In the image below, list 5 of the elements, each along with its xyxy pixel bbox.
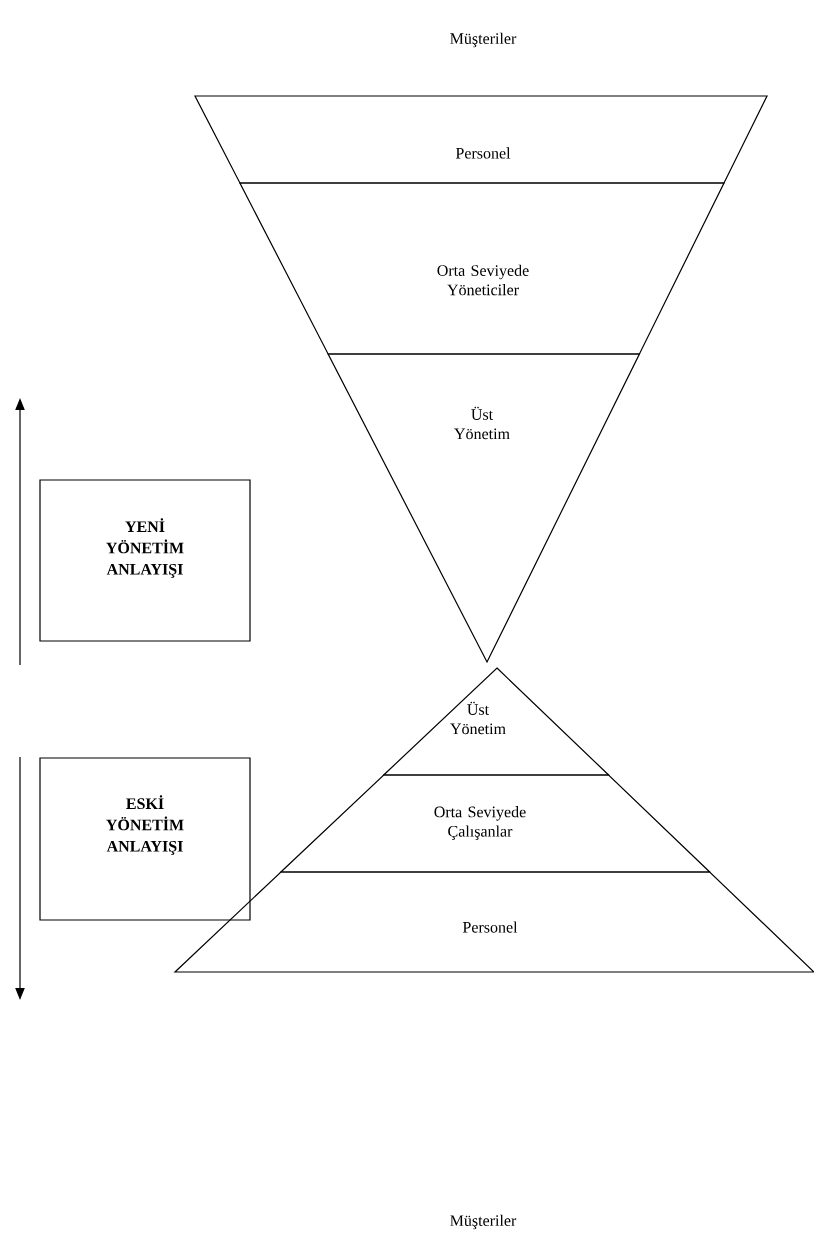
text-box: YENİ YÖNETİM ANLAYIŞI — [39, 479, 251, 642]
pyramid-band: Personel — [194, 95, 768, 184]
label: Müşteriler — [450, 1214, 517, 1230]
text-box: ESKİ YÖNETİM ANLAYIŞI — [39, 757, 251, 921]
label: Müşteriler — [450, 32, 517, 48]
